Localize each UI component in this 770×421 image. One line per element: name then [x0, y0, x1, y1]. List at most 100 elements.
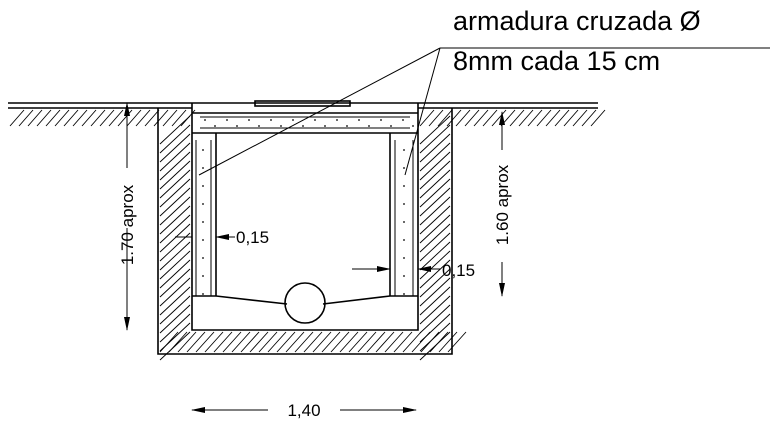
hatch-stroke: [419, 115, 451, 145]
hatch-stroke: [126, 109, 142, 127]
rebar-dot: [202, 167, 204, 169]
hatch-stroke: [447, 331, 467, 353]
hatch-stroke: [159, 232, 191, 262]
hatch-stroke: [45, 109, 61, 127]
rebar-dot: [403, 221, 405, 223]
hatch-stroke: [159, 133, 191, 163]
hatch-stroke: [81, 109, 97, 127]
rebar-dot: [202, 293, 204, 295]
hatch-stroke: [482, 109, 498, 127]
rebar-dot: [403, 185, 405, 187]
hatch-stroke: [419, 133, 451, 163]
hatch-stroke: [222, 331, 242, 353]
hatch-stroke: [420, 331, 440, 353]
rebar-dot: [236, 125, 238, 127]
hatch-stroke: [9, 109, 25, 127]
hatch-stroke: [159, 223, 191, 253]
rebar-dot: [302, 125, 304, 127]
rebar-dot: [403, 275, 405, 277]
rebar-dot: [202, 221, 204, 223]
hatch-stroke: [159, 304, 191, 334]
rebar-dot: [202, 257, 204, 259]
hatch-stroke: [419, 169, 451, 199]
hatch-stroke: [72, 109, 88, 127]
rebar-dots: [202, 119, 414, 295]
rebar-dot: [292, 119, 294, 121]
hatch-stroke: [563, 109, 579, 127]
hatch-stroke: [339, 331, 359, 353]
hatch-stroke: [366, 331, 386, 353]
hatch-stroke: [419, 295, 451, 325]
hatch-stroke: [162, 109, 178, 127]
rebar-dot: [368, 125, 370, 127]
hatch-stroke: [455, 109, 471, 127]
hatch-stroke: [159, 259, 191, 289]
hatch-stroke: [159, 250, 191, 280]
hatch-stroke: [393, 331, 413, 353]
hatch-stroke: [204, 331, 224, 353]
hatch-stroke: [419, 160, 451, 190]
hatch-stroke: [285, 331, 305, 353]
hatch-stroke: [294, 331, 314, 353]
hatch-stroke: [159, 160, 191, 190]
hatch-stroke: [117, 109, 133, 127]
rebar-dot: [202, 185, 204, 187]
rebar-dot: [226, 119, 228, 121]
hatch-stroke: [419, 232, 451, 262]
hatch-stroke: [438, 331, 458, 353]
hatch-stroke: [428, 109, 444, 127]
hatch-stroke: [159, 214, 191, 244]
hatch-stroke: [135, 109, 151, 127]
hatch-stroke: [509, 109, 525, 127]
hatch-stroke: [159, 268, 191, 298]
hatch-stroke: [159, 151, 191, 181]
hatch-stroke: [231, 331, 251, 353]
hatch-stroke: [159, 313, 191, 343]
hatch-stroke: [411, 331, 431, 353]
rebar-dot: [402, 119, 404, 121]
depth-outer-label: 1.70 aprox: [118, 184, 137, 265]
hatch-stroke: [419, 151, 451, 181]
soil-hatching: [9, 109, 606, 361]
hatch-stroke: [402, 331, 422, 353]
hatch-stroke: [419, 277, 451, 307]
hatch-stroke: [177, 331, 197, 353]
rebar-dot: [202, 239, 204, 241]
hatch-stroke: [159, 178, 191, 208]
hatch-stroke: [419, 187, 451, 217]
hatch-stroke: [186, 331, 206, 353]
rebar-dot: [314, 119, 316, 121]
hatch-stroke: [527, 109, 543, 127]
wall-left-label: 0,15: [236, 228, 269, 247]
rebar-dot: [258, 125, 260, 127]
hatch-stroke: [419, 250, 451, 280]
annotation-leaders: [198, 47, 770, 176]
rebar-dot: [270, 119, 272, 121]
hatch-stroke: [419, 214, 451, 244]
ground-line: [8, 102, 598, 109]
rebar-dot: [202, 275, 204, 277]
hatch-stroke: [419, 304, 451, 334]
hatch-stroke: [159, 142, 191, 172]
hatch-stroke: [491, 109, 507, 127]
hatch-stroke: [267, 331, 287, 353]
hatch-stroke: [159, 196, 191, 226]
hatch-stroke: [518, 109, 534, 127]
hatch-stroke: [375, 331, 395, 353]
hatch-stroke: [159, 277, 191, 307]
hatch-stroke: [159, 169, 191, 199]
hatch-stroke: [108, 109, 124, 127]
hatch-stroke: [159, 124, 191, 154]
hatch-stroke: [419, 196, 451, 226]
hatch-stroke: [168, 331, 188, 353]
hatch-stroke: [153, 109, 169, 127]
excavation-outline: [157, 108, 453, 355]
hatch-stroke: [419, 286, 451, 316]
hatch-stroke: [159, 187, 191, 217]
hatch-stroke: [419, 205, 451, 235]
width-label: 1,40: [287, 401, 320, 420]
annotation-line-1: armadura cruzada Ø: [453, 6, 701, 36]
rebar-dot: [403, 167, 405, 169]
hatch-stroke: [240, 331, 260, 353]
